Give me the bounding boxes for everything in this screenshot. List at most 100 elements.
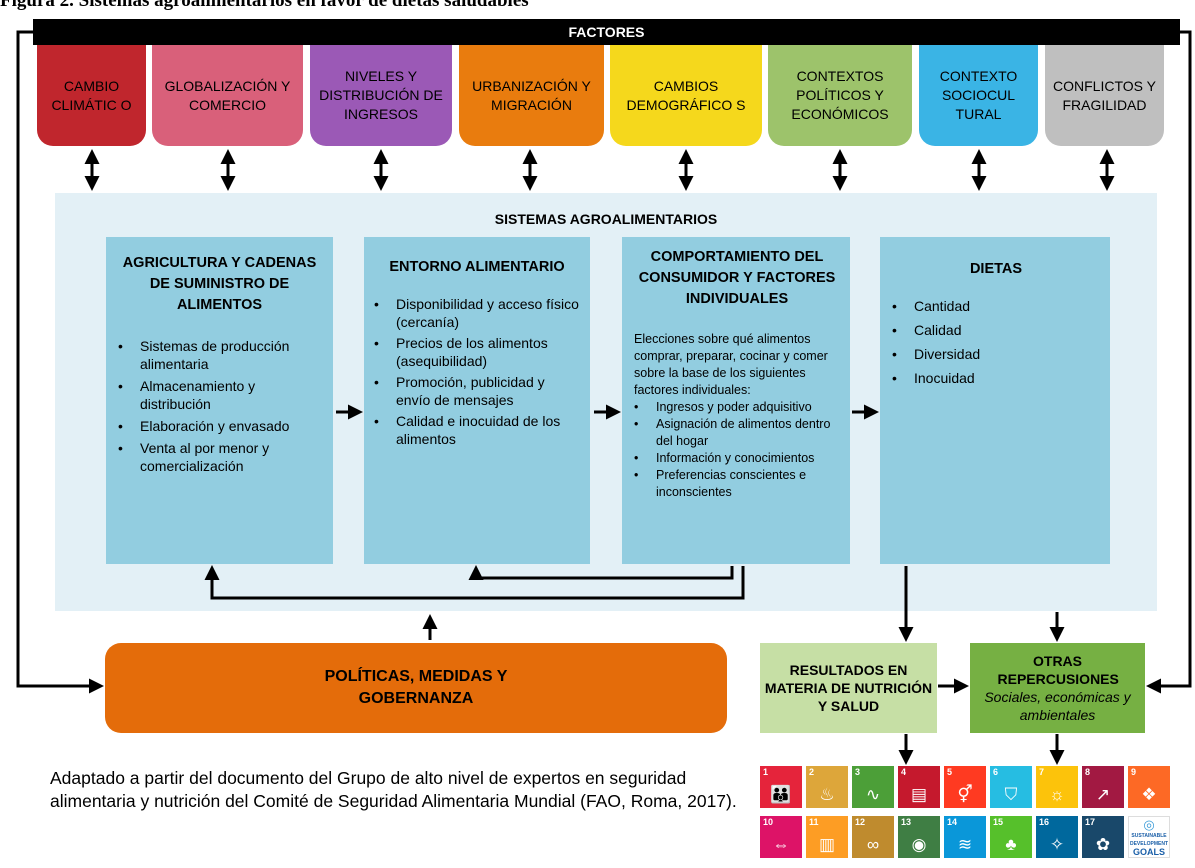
sdg-tile: 6⛉ bbox=[990, 766, 1032, 808]
equality-icon: ⇔ bbox=[772, 835, 790, 854]
sdg-number: 16 bbox=[1039, 817, 1050, 827]
dietas-list: Cantidad Calidad Diversidad Inocuidad bbox=[892, 297, 1100, 387]
factor-label: CAMBIO CLIMÁTIC O bbox=[51, 77, 132, 113]
entorno-list: Disponibilidad y acceso físico (cercanía… bbox=[374, 295, 580, 448]
sdg-tile: 5⚥ bbox=[944, 766, 986, 808]
factor-label: CONTEXTO SOCIOCUL TURAL bbox=[939, 68, 1018, 122]
growth-chart-icon: ↗ bbox=[1095, 785, 1111, 804]
list-item: Cantidad bbox=[892, 297, 1100, 315]
dove-icon: ✧ bbox=[1049, 835, 1065, 854]
sdg-logo-text: SUSTAINABLE bbox=[1131, 833, 1167, 839]
factor-urbanizacion: URBANIZACIÓN Y MIGRACIÓN bbox=[459, 45, 604, 146]
sdg-logo-text: DEVELOPMENT bbox=[1129, 841, 1169, 847]
list-item: Preferencias conscientes e inconscientes bbox=[634, 467, 840, 501]
sdg-tile: 4▤ bbox=[898, 766, 940, 808]
list-item: Precios de los alimentos (asequibilidad) bbox=[374, 334, 580, 370]
otras-subtitle: Sociales, económicas y ambientales bbox=[984, 689, 1131, 723]
sdg-tile: 15♣ bbox=[990, 816, 1032, 858]
factores-header: FACTORES bbox=[33, 19, 1180, 45]
infinity-icon: ∞ bbox=[866, 835, 880, 854]
sdg-number: 1 bbox=[763, 767, 769, 777]
feedback-outer bbox=[204, 565, 745, 600]
comportamiento-intro: Elecciones sobre qué alimentos comprar, … bbox=[634, 332, 828, 397]
agricultura-box: AGRICULTURA Y CADENAS DE SUMINISTRO DE A… bbox=[106, 237, 333, 564]
sdg-tile: 14 ≋ bbox=[944, 816, 986, 858]
sdg-number: 15 bbox=[993, 817, 1004, 827]
sdg-number: 10 bbox=[763, 817, 774, 827]
list-item: Información y conocimientos bbox=[634, 450, 840, 467]
list-item: Almacenamiento y distribución bbox=[118, 377, 323, 413]
cubes-icon: ❖ bbox=[1141, 785, 1157, 804]
list-item: Venta al por menor y comercialización bbox=[118, 439, 323, 475]
sdg-number: 12 bbox=[855, 817, 866, 827]
list-item: Sistemas de producción alimentaria bbox=[118, 337, 323, 373]
sdg-number: 9 bbox=[1131, 767, 1137, 777]
factor-cambio-climatico: CAMBIO CLIMÁTIC O bbox=[37, 45, 146, 146]
sdg-tile: 13 ◉ bbox=[898, 816, 940, 858]
sdg-number: 11 bbox=[809, 817, 819, 827]
tree-icon: ♣ bbox=[1005, 835, 1017, 854]
sdg-tile: 9❖ bbox=[1128, 766, 1170, 808]
sdg-wheel-icon: ◎ bbox=[1143, 817, 1155, 832]
factor-label: CONTEXTOS POLÍTICOS Y ECONÓMICOS bbox=[791, 68, 889, 122]
sdg-tile: 3∿ bbox=[852, 766, 894, 808]
agricultura-title: AGRICULTURA Y CADENAS DE SUMINISTRO DE A… bbox=[122, 255, 317, 313]
factor-politicos: CONTEXTOS POLÍTICOS Y ECONÓMICOS bbox=[768, 45, 912, 146]
source-note: Adaptado a partir del documento del Grup… bbox=[50, 768, 737, 811]
sun-icon: ☼ bbox=[1049, 785, 1065, 804]
sdg-tile: 10 ⇔ bbox=[760, 816, 802, 858]
sdg-logo-text: GOALS bbox=[1132, 847, 1165, 857]
sdg-icons-grid: 1👪2♨3∿4▤5⚥6⛉7☼8↗9❖10⇔11▥12∞13◉14≋15♣16✧1… bbox=[760, 766, 1180, 858]
factor-conflictos: CONFLICTOS Y FRAGILIDAD bbox=[1045, 45, 1164, 146]
list-item: Calidad bbox=[892, 321, 1100, 339]
loop-left bbox=[16, 30, 104, 694]
otras-title: OTRAS REPERCUSIONES bbox=[997, 653, 1119, 687]
factor-ingresos: NIVELES Y DISTRIBUCIÓN DE INGRESOS bbox=[310, 45, 452, 146]
sdg-tile: 2♨ bbox=[806, 766, 848, 808]
list-item: Elaboración y envasado bbox=[118, 417, 323, 435]
list-item: Promoción, publicidad y envío de mensaje… bbox=[374, 373, 580, 409]
sdg-number: 3 bbox=[855, 767, 861, 777]
list-item: Inocuidad bbox=[892, 369, 1100, 387]
list-item: Calidad e inocuidad de los alimentos bbox=[374, 412, 580, 448]
list-item: Disponibilidad y acceso físico (cercanía… bbox=[374, 295, 580, 331]
gender-icon: ⚥ bbox=[957, 785, 973, 804]
factor-sociocultural: CONTEXTO SOCIOCUL TURAL bbox=[919, 45, 1038, 146]
sdg-number: 7 bbox=[1039, 767, 1045, 777]
sdg-number: 13 bbox=[901, 817, 912, 827]
factor-label: CAMBIOS DEMOGRÁFICO S bbox=[626, 77, 746, 113]
sdg-tile: 12∞ bbox=[852, 816, 894, 858]
list-item: Diversidad bbox=[892, 345, 1100, 363]
fish-icon: ≋ bbox=[957, 835, 973, 854]
sistemas-title: SISTEMAS AGROALIMENTARIOS bbox=[494, 211, 718, 227]
sdg-number: 8 bbox=[1085, 767, 1091, 777]
factor-label: CONFLICTOS Y FRAGILIDAD bbox=[1053, 77, 1156, 113]
politicas-label: POLÍTICAS, MEDIDAS Y GOBERNANZA bbox=[324, 668, 508, 707]
sdg-tile: 16 ✧ bbox=[1036, 816, 1078, 858]
dietas-title: DIETAS bbox=[969, 261, 1023, 277]
sdg-number: 2 bbox=[809, 767, 815, 777]
dietas-box: DIETAS Cantidad Calidad Diversidad Inocu… bbox=[880, 237, 1110, 564]
sdg-number: 14 bbox=[947, 817, 958, 827]
city-icon: ▥ bbox=[818, 835, 836, 854]
resultados-box: RESULTADOS EN MATERIA DE NUTRICIÓN Y SAL… bbox=[760, 643, 937, 733]
sdg-number: 4 bbox=[901, 767, 907, 777]
book-icon: ▤ bbox=[910, 785, 928, 804]
sdg-number: 17 bbox=[1085, 817, 1096, 827]
entorno-title: ENTORNO ALIMENTARIO bbox=[389, 259, 565, 275]
factor-globalizacion: GLOBALIZACIÓN Y COMERCIO bbox=[152, 45, 303, 146]
politicas-box: POLÍTICAS, MEDIDAS Y GOBERNANZA bbox=[105, 643, 727, 733]
comportamiento-title: COMPORTAMIENTO DEL CONSUMIDOR Y FACTORES… bbox=[638, 249, 836, 307]
heartbeat-icon: ∿ bbox=[865, 785, 881, 804]
comportamiento-list: Ingresos y poder adquisitivo Asignación … bbox=[634, 399, 840, 501]
feedback-inner bbox=[468, 565, 734, 580]
factor-label: GLOBALIZACIÓN Y COMERCIO bbox=[164, 77, 291, 113]
agricultura-list: Sistemas de producción alimentaria Almac… bbox=[118, 337, 323, 475]
factor-label: NIVELES Y DISTRIBUCIÓN DE INGRESOS bbox=[319, 68, 443, 122]
eye-globe-icon: ◉ bbox=[911, 835, 927, 854]
sdg-tile: 17✿ bbox=[1082, 816, 1124, 858]
sdg-tile: 8↗ bbox=[1082, 766, 1124, 808]
bowl-icon: ♨ bbox=[819, 785, 835, 804]
